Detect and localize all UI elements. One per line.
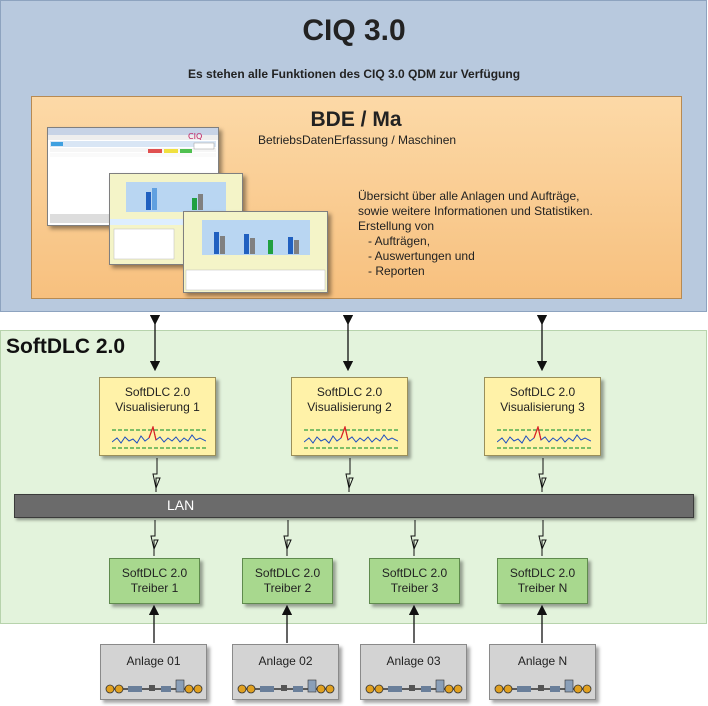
bde-description-line: - Auswertungen und [358, 249, 475, 263]
control-chart-icon [304, 426, 398, 449]
anlage-n-box: Anlage N [489, 644, 596, 700]
bde-subtitle: BetriebsDatenErfassung / Maschinen [257, 133, 457, 147]
control-chart-icon [497, 426, 591, 449]
lan-label: LAN [167, 497, 195, 513]
lan-bar [14, 494, 694, 518]
bde-description-line: - Reporten [358, 264, 425, 278]
lightning-lan-treibern [538, 520, 547, 556]
bde-screenshot-chart-2 [183, 211, 328, 293]
anlage-n-label: Anlage N [517, 654, 568, 668]
bde-screenshot-chart-1-image [110, 174, 242, 260]
conveyor-machine-icon [105, 679, 203, 694]
lightning-lan-treiber3 [410, 520, 419, 556]
lightning-lan-treiber1 [150, 520, 159, 556]
anlage-03-label: Anlage 03 [386, 654, 441, 668]
conveyor-machine-icon [237, 679, 335, 694]
anlage-02-box: Anlage 02 [232, 644, 339, 700]
bde-description: Übersicht über alle Anlagen und Aufträge… [358, 189, 658, 279]
softdlc-title: SoftDLC 2.0 [6, 335, 126, 358]
anlage-01-box: Anlage 01 [100, 644, 207, 700]
bde-title: BDE / Ma [310, 108, 402, 131]
conveyor-machine-icon [365, 679, 463, 694]
anlage-03-box: Anlage 03 [360, 644, 467, 700]
lightning-vis3-lan [538, 458, 547, 492]
ciq-subtitle: Es stehen alle Funktionen des CIQ 3.0 QD… [187, 67, 521, 81]
conveyor-machine-icon [494, 679, 592, 694]
anlage-01-label: Anlage 01 [126, 654, 181, 668]
lightning-vis2-lan [345, 458, 354, 492]
bde-description-line: - Aufträgen, [358, 234, 431, 248]
bde-description-line: Übersicht über alle Anlagen und Aufträge… [358, 189, 580, 203]
lightning-lan-treiber2 [283, 520, 292, 556]
bde-description-line: Erstellung von [358, 219, 435, 233]
control-chart-icon [112, 426, 206, 449]
lightning-vis1-lan [152, 458, 161, 492]
ciq-title: CIQ 3.0 [302, 14, 406, 47]
svg-text:CIQ: CIQ [188, 132, 202, 141]
bde-description-line: sowie weitere Informationen und Statisti… [358, 204, 593, 218]
bde-screenshot-chart-2-image [185, 220, 326, 291]
anlage-02-label: Anlage 02 [258, 654, 313, 668]
